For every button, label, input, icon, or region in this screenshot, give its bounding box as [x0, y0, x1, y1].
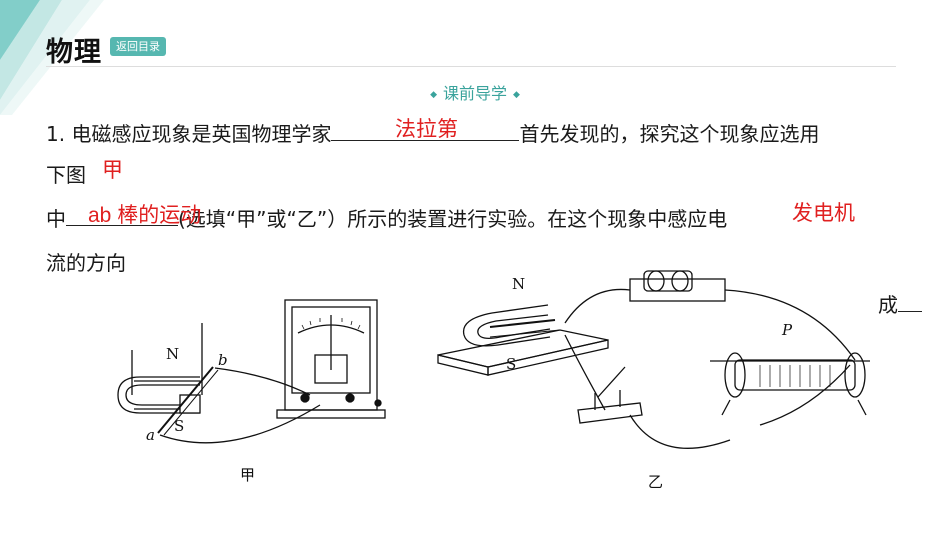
question-text: 首先发现的，探究这个现象应选用	[519, 122, 820, 146]
diamond-icon: ◆	[430, 90, 437, 100]
section-title-text: 课前导学	[442, 84, 507, 103]
corner-decoration	[0, 0, 104, 115]
question-text: 1. 电磁感应现象是英国物理学家	[46, 122, 332, 146]
header-divider	[46, 66, 896, 67]
figure-yi-apparatus: N S P 乙	[437, 270, 870, 491]
question-text: (选填“甲”或“乙”）所示的装置进行实验。在这个现象中感应电	[178, 207, 728, 231]
figure-jia-south-label: S	[174, 417, 184, 435]
question-text: 成	[878, 293, 898, 317]
answer-scientist: 法拉第	[395, 118, 458, 141]
back-to-contents-button[interactable]: 返回目录	[110, 37, 166, 56]
figure-jia-point-b-label: b	[218, 351, 228, 369]
answer-blank-application	[898, 293, 922, 312]
question-line-4: 流的方向	[46, 251, 126, 275]
figure-jia-caption: 甲	[240, 466, 255, 484]
figure-yi-north-label: N	[512, 275, 525, 293]
figure-yi-south-label: S	[506, 355, 516, 373]
figure-jia-north-label: N	[166, 345, 179, 363]
section-title: ◆ 课前导学 ◆	[0, 80, 950, 104]
answer-factor: ab 棒的运动	[88, 204, 202, 227]
question-line-1: 1. 电磁感应现象是英国物理学家 首先发现的，探究这个现象应选用	[46, 121, 819, 147]
figure-yi-caption: 乙	[648, 473, 663, 491]
question-line-5: 成	[878, 292, 922, 318]
answer-application: 发电机	[792, 202, 855, 225]
figure-jia-point-a-label: a	[146, 426, 155, 444]
answer-apparatus: 甲	[102, 159, 123, 182]
diamond-icon: ◆	[513, 90, 520, 100]
question-text: 中	[46, 207, 66, 231]
question-line-3: 中 (选填“甲”或“乙”）所示的装置进行实验。在这个现象中感应电	[46, 206, 727, 232]
subject-title: 物理	[46, 37, 102, 68]
answer-blank-scientist	[331, 122, 520, 141]
figure-yi-point-p-label: P	[781, 321, 793, 339]
figure-jia-apparatus: N S a b 甲	[117, 299, 386, 484]
answer-blank-factor	[66, 207, 178, 226]
question-line-2: 下图	[46, 163, 86, 187]
